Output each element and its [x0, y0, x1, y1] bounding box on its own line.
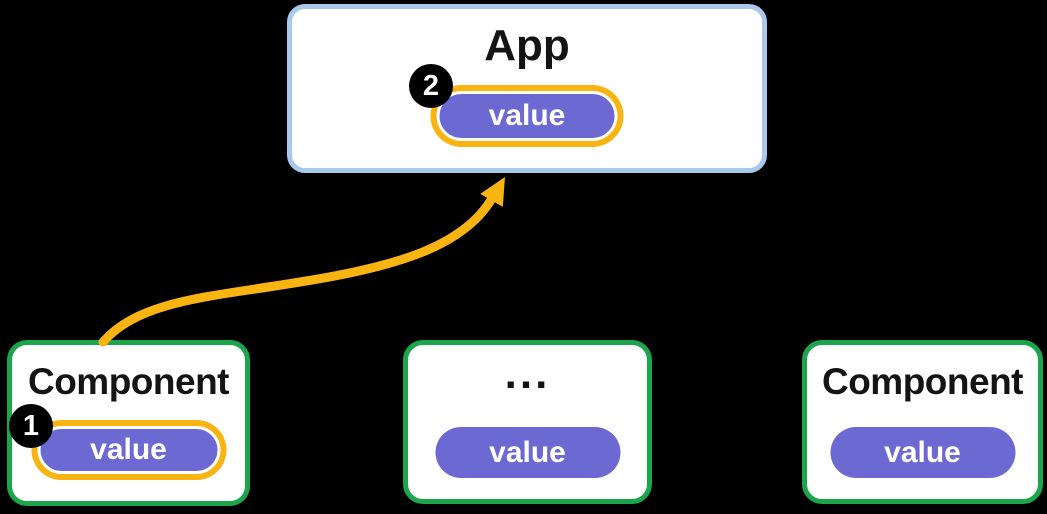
app-state-pill-label: value — [488, 99, 566, 132]
component-box-middle: ... value — [403, 340, 652, 504]
arrow-head-icon — [480, 177, 505, 207]
component-right-title: Component — [821, 361, 1024, 402]
component-middle-title-ellipsis: ... — [504, 349, 551, 398]
app-state-pill: value — [436, 91, 618, 141]
component-middle-state-pill-label: value — [489, 435, 566, 469]
component-left-title: Component — [27, 361, 230, 402]
component-left-state-pill: value — [37, 426, 220, 474]
component-box-right: Component value — [802, 340, 1043, 504]
component-right-state-pill-label: value — [884, 435, 961, 469]
component-middle-state-pill: value — [435, 427, 620, 478]
component-right-state-pill: value — [830, 427, 1015, 478]
component-box-left: Component 1 value — [7, 340, 250, 506]
step-badge-1: 1 — [9, 404, 53, 448]
app-box: App 2 value — [287, 4, 767, 173]
app-title: App — [484, 21, 570, 70]
step-badge-2: 2 — [409, 64, 453, 108]
arrow-shaft — [98, 195, 496, 347]
component-left-state-pill-label: value — [90, 433, 167, 466]
